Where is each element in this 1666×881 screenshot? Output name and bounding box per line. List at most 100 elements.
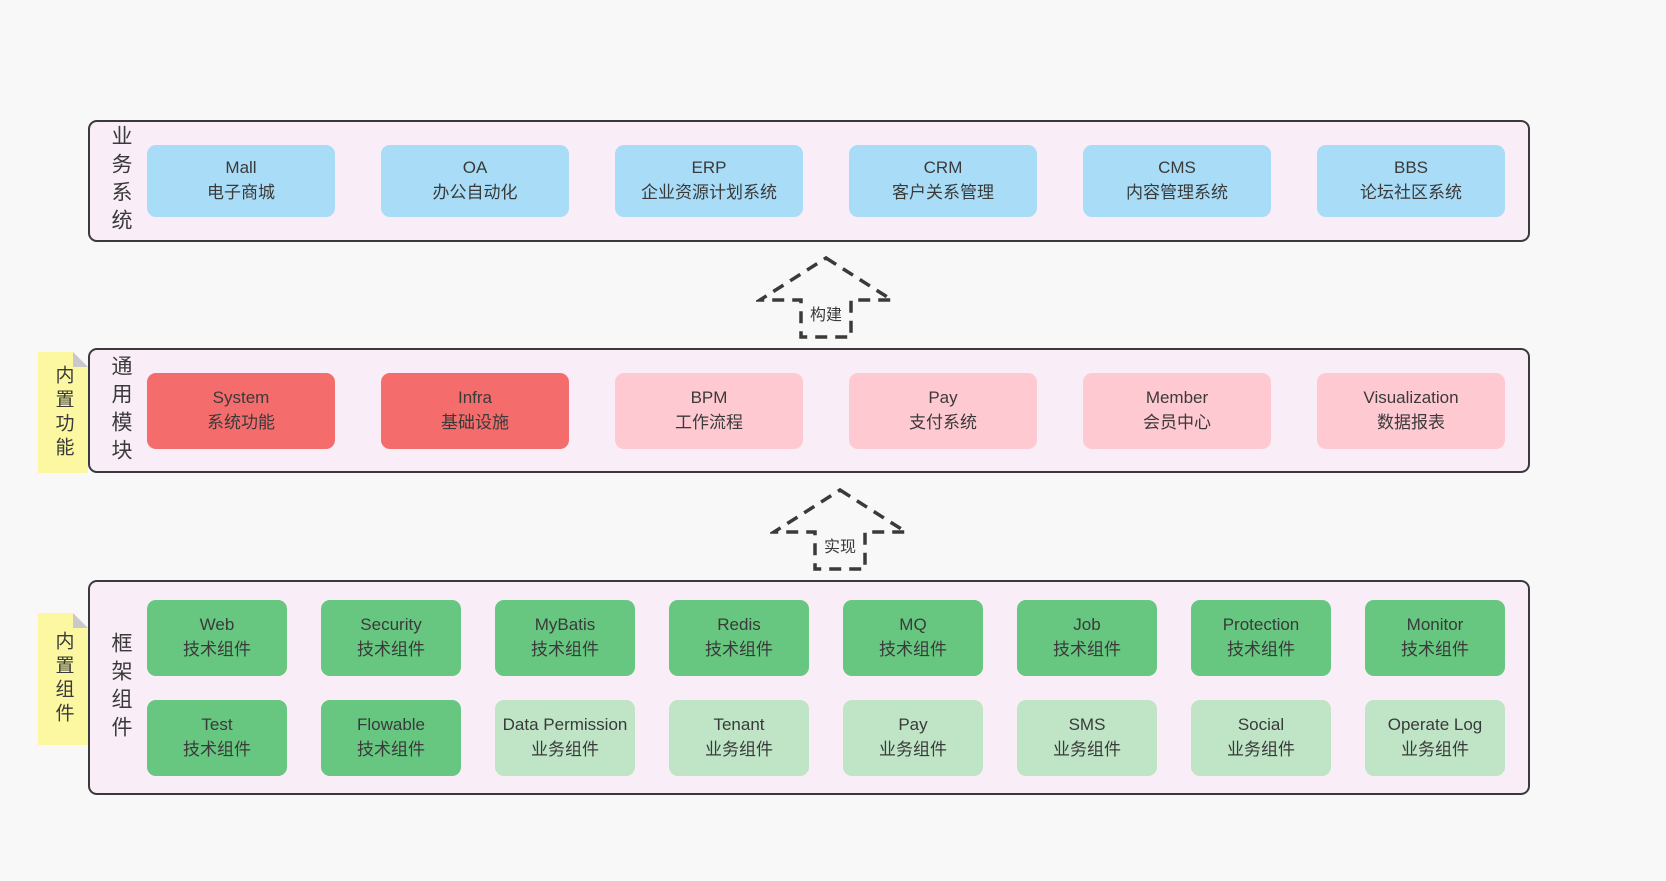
dashed-up-arrow-icon bbox=[756, 255, 896, 339]
module-box-title: BPM bbox=[690, 387, 728, 407]
module-box-operate-log: Operate Log 业务组件 bbox=[1365, 699, 1505, 776]
module-box-title: Mall bbox=[225, 158, 257, 178]
module-box-social: Social 业务组件 bbox=[1191, 699, 1331, 776]
module-box-sms: SMS 业务组件 bbox=[1017, 699, 1157, 776]
module-box-system: System 系统功能 bbox=[147, 372, 335, 449]
implement-arrow: 实现 bbox=[770, 486, 910, 574]
module-box-title: Monitor bbox=[1406, 614, 1464, 634]
module-box-title: Member bbox=[1145, 387, 1209, 407]
module-box-subtitle: 企业资源计划系统 bbox=[641, 183, 777, 202]
module-box-subtitle: 论坛社区系统 bbox=[1360, 183, 1462, 202]
module-box-title: MQ bbox=[899, 614, 927, 634]
module-box-subtitle: 支付系统 bbox=[909, 412, 977, 432]
module-box-erp: ERP 企业资源计划系统 bbox=[615, 145, 803, 217]
module-box-title: Redis bbox=[717, 614, 761, 634]
module-box-subtitle: 基础设施 bbox=[441, 412, 509, 432]
layer-side-label-framework-components: 框架组件 bbox=[109, 631, 132, 744]
module-box-flowable: Flowable 技术组件 bbox=[321, 699, 461, 776]
module-box-mq: MQ 技术组件 bbox=[843, 599, 983, 676]
module-box-title: Pay bbox=[898, 714, 928, 734]
module-box-subtitle: 业务组件 bbox=[879, 739, 947, 759]
module-box-title: Security bbox=[360, 614, 422, 634]
module-box-title: Test bbox=[201, 714, 233, 734]
module-box-subtitle: 技术组件 bbox=[531, 639, 599, 659]
module-box-subtitle: 技术组件 bbox=[1401, 639, 1469, 659]
module-box-cms: CMS 内容管理系统 bbox=[1083, 145, 1271, 217]
module-box-subtitle: 技术组件 bbox=[879, 639, 947, 659]
module-box-subtitle: 数据报表 bbox=[1377, 412, 1445, 432]
module-box-title: Tenant bbox=[713, 714, 765, 734]
module-box-subtitle: 技术组件 bbox=[1227, 639, 1295, 659]
module-box-tenant: Tenant 业务组件 bbox=[669, 699, 809, 776]
implement-arrow-label: 实现 bbox=[819, 532, 861, 558]
sticky-built-in-functions: 内置功能 bbox=[38, 352, 88, 473]
module-box-test: Test 技术组件 bbox=[147, 699, 287, 776]
module-box-title: OA bbox=[462, 158, 488, 178]
module-box-title: MyBatis bbox=[534, 614, 596, 634]
module-box-subtitle: 技术组件 bbox=[183, 739, 251, 759]
module-box-title: Job bbox=[1073, 614, 1101, 634]
module-box-infra: Infra 基础设施 bbox=[381, 372, 569, 449]
layer-common-modules: 通用模块 System 系统功能 Infra 基础设施 BPM 工作流程 Pay 支付系统 Me… bbox=[88, 348, 1530, 473]
module-box-title: Data Permission bbox=[502, 714, 628, 734]
build-arrow: 构建 bbox=[756, 254, 896, 342]
module-box-title: BBS bbox=[1393, 158, 1429, 178]
module-box-title: Operate Log bbox=[1387, 714, 1483, 734]
build-arrow-label: 构建 bbox=[805, 300, 847, 326]
module-box-title: SMS bbox=[1068, 714, 1106, 734]
module-box-subtitle: 系统功能 bbox=[207, 412, 275, 432]
module-box-subtitle: 技术组件 bbox=[183, 639, 251, 659]
module-box-subtitle: 技术组件 bbox=[705, 639, 773, 659]
module-box-title: Pay bbox=[928, 387, 958, 407]
module-box-visualization: Visualization 数据报表 bbox=[1317, 372, 1505, 449]
module-box-security: Security 技术组件 bbox=[321, 599, 461, 676]
module-box-bpm: BPM 工作流程 bbox=[615, 372, 803, 449]
module-box-subtitle: 内容管理系统 bbox=[1126, 183, 1228, 202]
sticky-built-in-components-label: 内置组件 bbox=[52, 631, 74, 727]
module-box-subtitle: 电子商城 bbox=[207, 183, 275, 202]
module-box-redis: Redis 技术组件 bbox=[669, 599, 809, 676]
layer-side-label-common-modules: 通用模块 bbox=[109, 354, 132, 467]
module-box-pay: Pay 业务组件 bbox=[843, 699, 983, 776]
module-box-title: Visualization bbox=[1363, 387, 1459, 407]
module-box-title: CRM bbox=[923, 158, 963, 178]
module-box-member: Member 会员中心 bbox=[1083, 372, 1271, 449]
module-box-title: System bbox=[212, 387, 270, 407]
module-box-subtitle: 会员中心 bbox=[1143, 412, 1211, 432]
sticky-built-in-components: 内置组件 bbox=[38, 613, 88, 745]
box-row: System 系统功能 Infra 基础设施 BPM 工作流程 Pay 支付系统 Member 会… bbox=[147, 372, 1514, 449]
module-box-monitor: Monitor 技术组件 bbox=[1365, 599, 1505, 676]
module-box-subtitle: 业务组件 bbox=[1401, 739, 1469, 759]
module-box-job: Job 技术组件 bbox=[1017, 599, 1157, 676]
module-box-title: ERP bbox=[691, 158, 727, 178]
module-box-web: Web 技术组件 bbox=[147, 599, 287, 676]
module-box-subtitle: 技术组件 bbox=[1053, 639, 1121, 659]
module-box-title: Web bbox=[199, 614, 235, 634]
module-box-subtitle: 业务组件 bbox=[1227, 739, 1295, 759]
module-box-title: Flowable bbox=[356, 714, 426, 734]
module-box-title: CMS bbox=[1158, 158, 1196, 178]
module-box-mybatis: MyBatis 技术组件 bbox=[495, 599, 635, 676]
module-box-subtitle: 工作流程 bbox=[675, 412, 743, 432]
sticky-built-in-functions-label: 内置功能 bbox=[52, 364, 74, 461]
module-box-title: Infra bbox=[457, 387, 493, 407]
dashed-up-arrow-icon bbox=[770, 487, 910, 571]
module-box-subtitle: 技术组件 bbox=[357, 639, 425, 659]
module-box-subtitle: 技术组件 bbox=[357, 739, 425, 759]
layer-boxes-common-modules: System 系统功能 Infra 基础设施 BPM 工作流程 Pay 支付系统 Member 会… bbox=[147, 350, 1514, 471]
module-box-subtitle: 业务组件 bbox=[1053, 739, 1121, 759]
module-box-title: Social bbox=[1237, 714, 1285, 734]
module-box-subtitle: 业务组件 bbox=[705, 739, 773, 759]
layer-side-label-business-systems: 业务系统 bbox=[109, 125, 132, 237]
